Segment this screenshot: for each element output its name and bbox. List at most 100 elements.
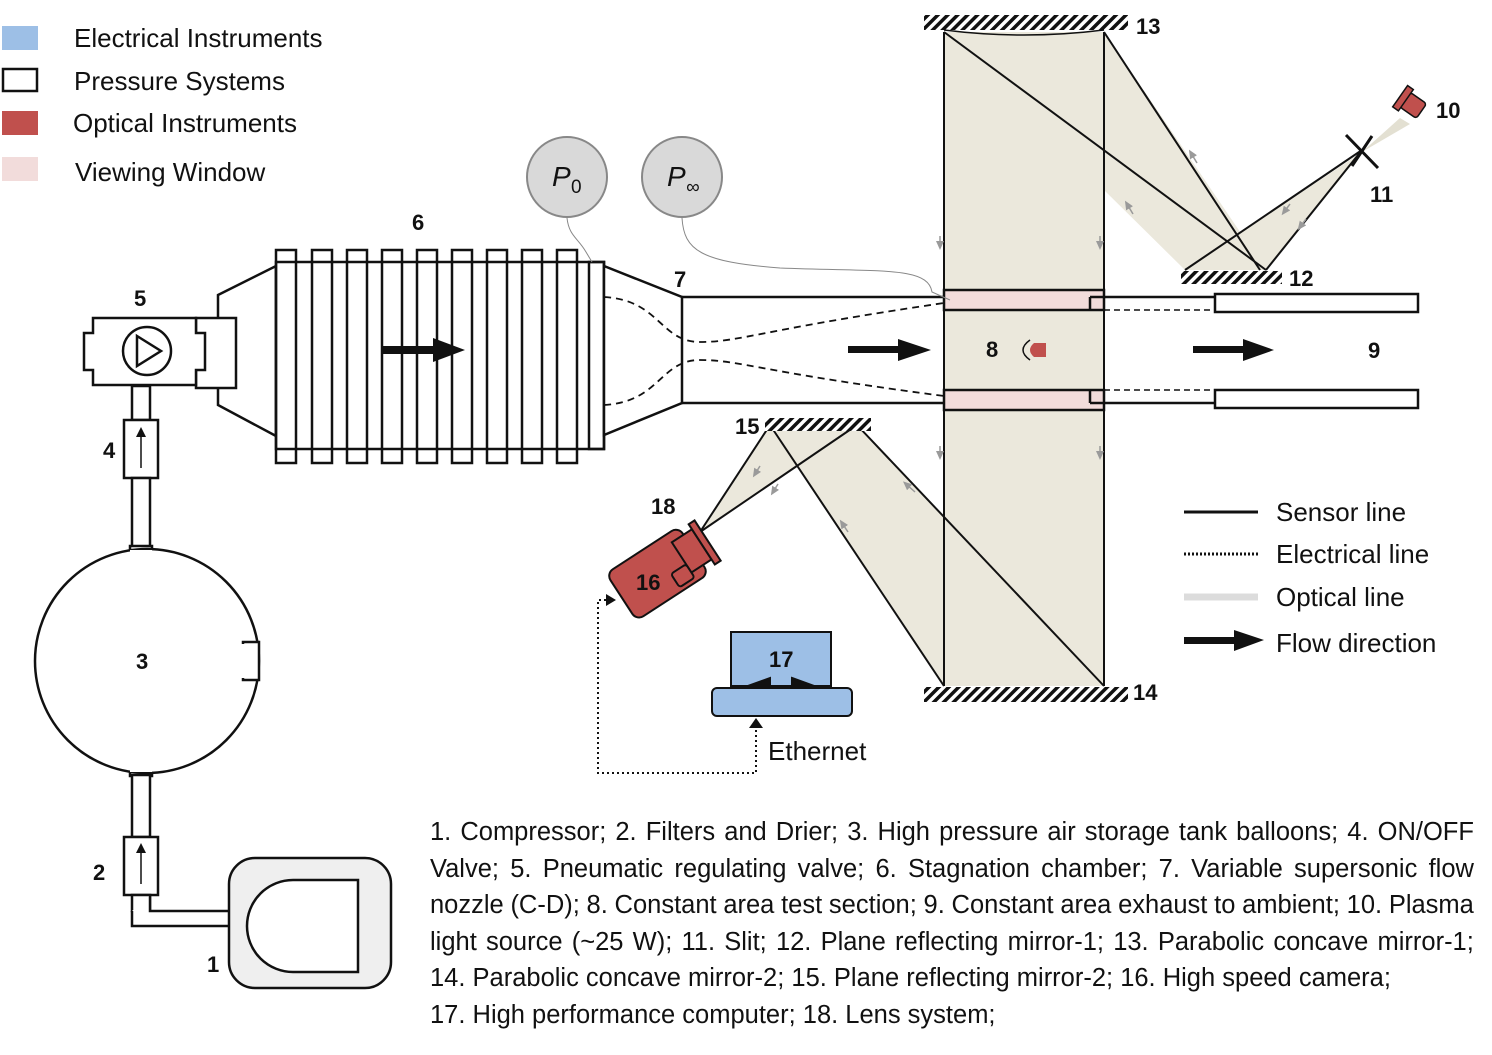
gauge-pinf-symbol: P <box>667 161 686 192</box>
chamber-flow-arrow <box>383 338 465 362</box>
mirror-13 <box>924 15 1128 36</box>
caption-word: Filters <box>645 818 716 846</box>
lens-system-18 <box>670 519 723 588</box>
legend-label-optical: Optical Instruments <box>73 108 297 138</box>
legend-electrical-line-label: Electrical line <box>1276 539 1429 569</box>
caption-word: ON/OFF <box>1377 818 1474 846</box>
caption-word: Drier; <box>775 818 839 846</box>
legend-swatch-electrical <box>2 26 38 50</box>
caption-word: Valve; <box>430 854 499 883</box>
legend-optical-line-label: Optical line <box>1276 582 1405 612</box>
caption-word: reflecting <box>895 927 999 956</box>
caption-word: balloons; <box>1236 818 1339 846</box>
caption-word: 5. <box>510 854 532 883</box>
caption-word: to <box>1214 891 1236 920</box>
legend-label-window: Viewing Window <box>75 157 266 187</box>
caption-word: Compressor; <box>460 818 607 846</box>
electrical-arrow-camera <box>606 594 616 606</box>
gauge-p0-symbol: P <box>552 161 571 192</box>
caption-word: source <box>485 927 563 956</box>
legend-swatch-optical <box>2 111 38 135</box>
caption-word: Constant <box>951 891 1054 920</box>
caption-word: Plasma <box>1388 891 1474 920</box>
gauge-p0: P 0 <box>526 136 608 263</box>
stagnation-chamber-6 <box>216 248 606 465</box>
caption-word: regulating <box>674 854 787 883</box>
caption-word: area <box>1060 891 1112 920</box>
legend-label-pressure: Pressure Systems <box>74 66 285 96</box>
caption-word: supersonic <box>1294 854 1418 883</box>
legend-box: Electrical Instruments Pressure Systems … <box>1 23 323 187</box>
caption-word: 10. <box>1346 891 1383 920</box>
caption-word: concave <box>1273 927 1369 956</box>
test-model <box>1022 339 1046 361</box>
label-17: 17 <box>769 647 793 672</box>
caption-word: Slit; <box>724 927 767 956</box>
caption-word: Plane <box>820 927 886 956</box>
caption-word: 7. <box>1158 854 1180 883</box>
label-4: 4 <box>103 438 116 463</box>
caption-word: 9. <box>923 891 945 920</box>
gauge-pinf-subscript: ∞ <box>686 177 700 198</box>
computer-17 <box>711 631 853 717</box>
caption-word: 3. <box>847 818 869 846</box>
caption-word: chamber; <box>1041 854 1148 883</box>
caption-line-5: 14. Parabolic concave mirror-2; 15. Plan… <box>430 964 1391 993</box>
mirror-12 <box>1181 271 1282 284</box>
legend-swatch-pressure <box>1 67 39 93</box>
beam-14-to-15 <box>770 425 1104 686</box>
label-18: 18 <box>651 494 675 519</box>
compressor-1 <box>227 856 393 990</box>
caption-word: valve; <box>797 854 865 883</box>
caption-word: nozzle <box>430 891 504 920</box>
caption-word: 2. <box>615 818 637 846</box>
caption-word: and <box>724 818 767 846</box>
caption-word: 11. <box>681 927 716 956</box>
caption-word: air <box>1047 818 1076 846</box>
caption-word: storage <box>1084 818 1170 846</box>
gauge-p0-subscript: 0 <box>571 177 582 198</box>
gauge-pinf: P ∞ <box>641 136 951 301</box>
caption-word: Stagnation <box>907 854 1030 883</box>
mirror-15 <box>765 418 871 431</box>
legend-label-electrical: Electrical Instruments <box>74 23 323 53</box>
filter-drier-2 <box>136 843 146 884</box>
label-16: 16 <box>636 570 660 595</box>
caption-word: 8. <box>586 891 608 920</box>
label-9: 9 <box>1368 338 1380 363</box>
caption-word: Constant <box>614 891 717 920</box>
line-legend: Sensor line Electrical line Optical line… <box>1184 497 1436 658</box>
channel-flow-arrows <box>848 339 1274 361</box>
legend-swatch-window <box>2 157 38 181</box>
caption-word: mirror-1; <box>1377 927 1474 956</box>
caption-word: 13. <box>1113 927 1149 956</box>
caption-word: test <box>781 891 823 920</box>
label-11: 11 <box>1370 182 1393 207</box>
label-5: 5 <box>134 286 146 311</box>
label-14: 14 <box>1133 680 1158 705</box>
caption-word: area <box>723 891 775 920</box>
storage-tank-3 <box>33 544 261 778</box>
caption-word: 1. <box>430 818 452 846</box>
caption-word: flow <box>1428 854 1474 883</box>
regulating-valve-5 <box>82 316 238 390</box>
exhaust-9 <box>1213 292 1420 410</box>
legend-flow-arrow-head <box>1234 630 1264 651</box>
label-13: 13 <box>1136 14 1160 39</box>
collimated-beam <box>944 32 1104 686</box>
on-off-valve-4 <box>136 427 146 468</box>
caption-word: pressure <box>939 818 1039 846</box>
caption-word: Parabolic <box>1157 927 1265 956</box>
label-1: 1 <box>207 952 219 977</box>
mirror-14 <box>924 687 1128 702</box>
caption-word: 6. <box>875 854 897 883</box>
legend-flow-direction-label: Flow direction <box>1276 628 1436 658</box>
caption-word: mirror-1; <box>1007 927 1104 956</box>
